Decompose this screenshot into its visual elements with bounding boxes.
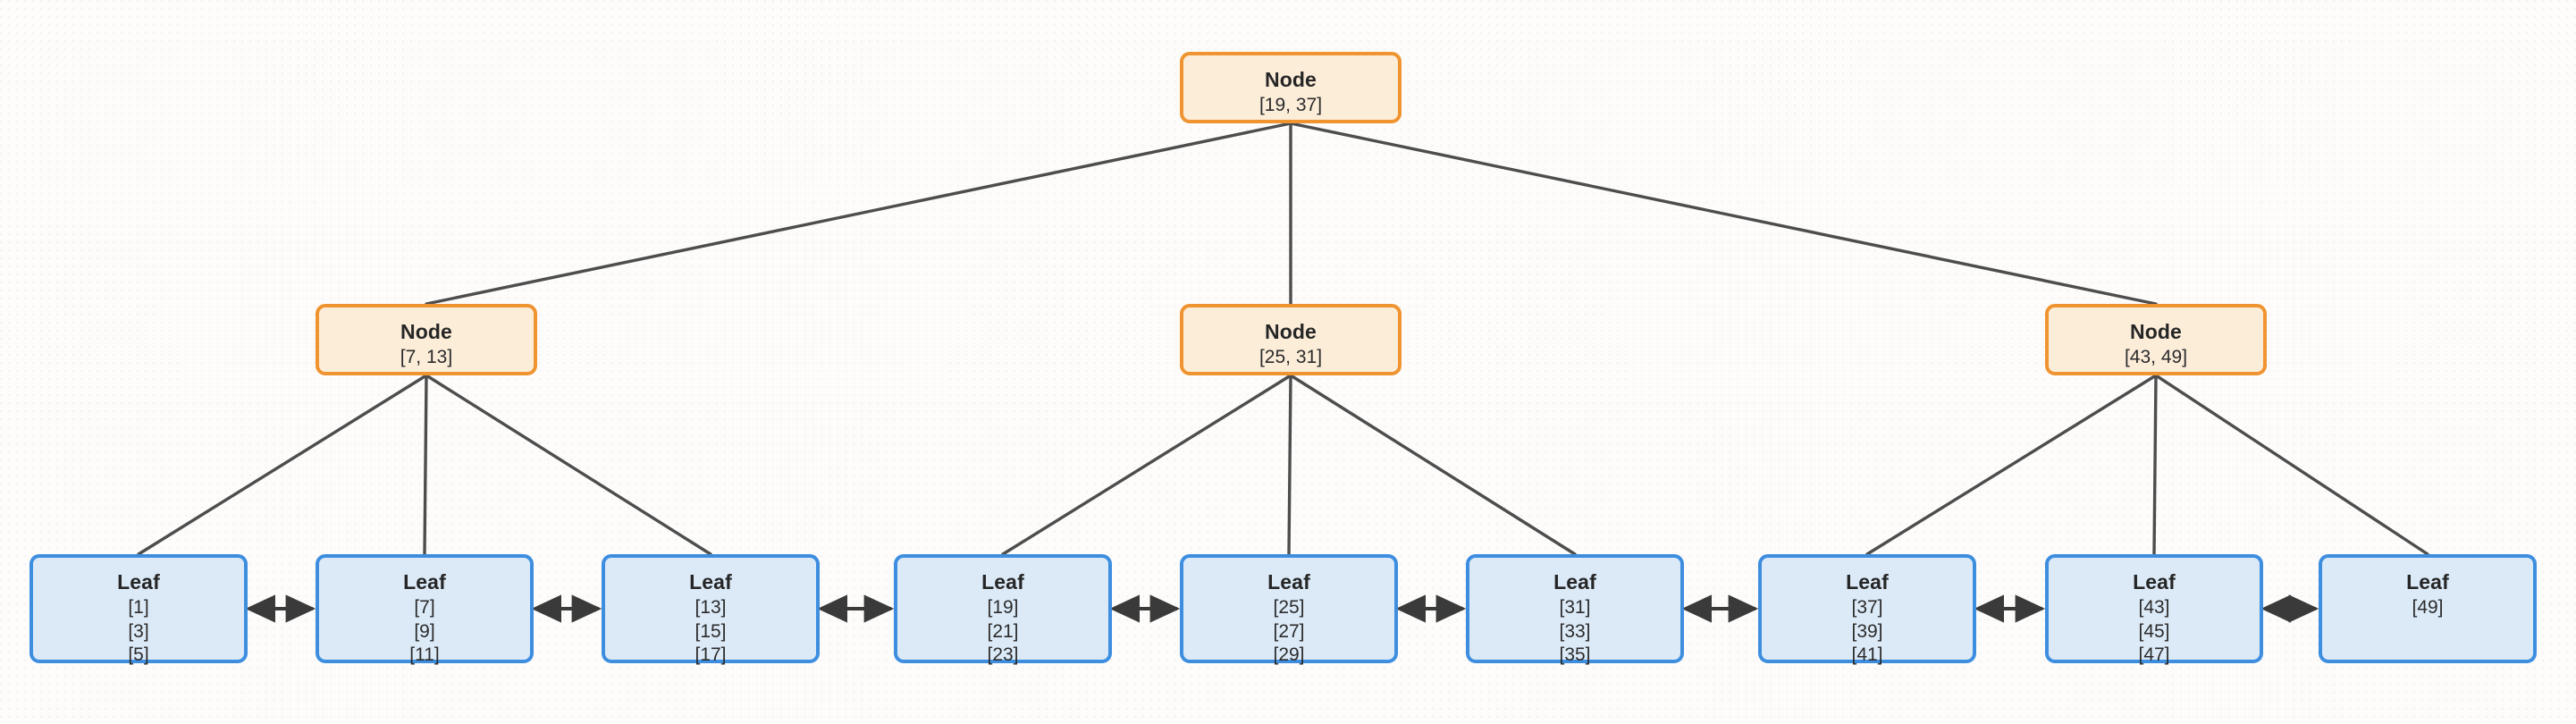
leaf-keys: [43][45][47] xyxy=(2138,596,2169,668)
tree-node-root[interactable]: Node [19, 37] xyxy=(1180,52,1402,123)
tree-edge xyxy=(425,122,1292,306)
tree-leaf-l8[interactable]: Leaf [43][45][47] xyxy=(2045,554,2263,665)
tree-leaf-l5[interactable]: Leaf [25][27][29] xyxy=(1180,554,1398,665)
tree-node-n1[interactable]: Node [7, 13] xyxy=(316,304,537,375)
leaf-key: [49] xyxy=(2412,597,2444,619)
leaf-key: [35] xyxy=(1559,644,1591,666)
tree-leaf-l6[interactable]: Leaf [31][33][35] xyxy=(1466,554,1684,665)
leaf-key: [19] xyxy=(987,597,1019,619)
leaf-label: Leaf xyxy=(2133,570,2176,594)
leaf-label: Leaf xyxy=(1553,570,1596,594)
leaf-keys: [49] xyxy=(2412,596,2443,620)
leaf-label: Leaf xyxy=(1846,570,1889,594)
tree-node-n3[interactable]: Node [43, 49] xyxy=(2045,304,2267,375)
leaf-key: [37] xyxy=(1851,597,1883,619)
leaf-label: Leaf xyxy=(2406,570,2449,594)
leaf-keys: [25][27][29] xyxy=(1273,596,1304,668)
tree-edge xyxy=(2152,374,2158,556)
leaf-key: [27] xyxy=(1273,620,1305,642)
leaf-key: [13] xyxy=(695,597,727,619)
node-keys: [43, 49] xyxy=(2124,347,2188,368)
node-keys: [19, 37] xyxy=(1259,95,1323,116)
node-label: Node xyxy=(1265,320,1317,343)
leaf-keys: [19][21][23] xyxy=(987,596,1018,668)
leaf-keys: [7][9][11] xyxy=(409,596,439,668)
node-keys: [25, 31] xyxy=(1259,347,1323,368)
leaf-key: [39] xyxy=(1851,620,1883,642)
tree-leaf-l4[interactable]: Leaf [19][21][23] xyxy=(894,554,1112,665)
leaf-label: Leaf xyxy=(117,570,160,594)
leaf-key: [1] xyxy=(128,597,149,619)
leaf-key: [21] xyxy=(987,620,1019,642)
leaf-key: [33] xyxy=(1559,620,1591,642)
leaf-key: [17] xyxy=(695,644,727,666)
tree-edge xyxy=(1865,374,2158,556)
leaf-key: [25] xyxy=(1273,597,1305,619)
node-label: Node xyxy=(1265,68,1317,91)
leaf-label: Leaf xyxy=(981,570,1024,594)
leaf-key: [23] xyxy=(987,644,1019,666)
leaf-keys: [1][3][5] xyxy=(128,596,148,668)
leaf-key: [5] xyxy=(128,644,149,666)
tree-leaf-l9[interactable]: Leaf [49] xyxy=(2319,554,2537,663)
leaf-label: Leaf xyxy=(1267,570,1310,594)
leaf-keys: [37][39][41] xyxy=(1851,596,1882,668)
tree-edge xyxy=(1287,374,1292,556)
tree-leaf-l7[interactable]: Leaf [37][39][41] xyxy=(1758,554,1976,665)
leaf-key: [41] xyxy=(1851,644,1883,666)
tree-leaf-l3[interactable]: Leaf [13][15][17] xyxy=(602,554,820,665)
node-keys: [7, 13] xyxy=(400,347,453,368)
tree-edge xyxy=(1289,122,2158,306)
leaf-key: [31] xyxy=(1559,597,1591,619)
leaf-keys: [13][15][17] xyxy=(695,596,726,668)
leaf-key: [47] xyxy=(2138,644,2170,666)
tree-leaf-l2[interactable]: Leaf [7][9][11] xyxy=(316,554,534,665)
tree-edge xyxy=(2154,374,2429,556)
leaf-key: [45] xyxy=(2138,620,2170,642)
tree-leaf-l1[interactable]: Leaf [1][3][5] xyxy=(29,554,248,665)
node-label: Node xyxy=(2130,320,2182,343)
tree-edge xyxy=(1001,374,1292,556)
leaf-key: [15] xyxy=(695,620,727,642)
tree-edge xyxy=(423,374,428,556)
leaf-key: [3] xyxy=(128,620,149,642)
node-label: Node xyxy=(400,320,452,343)
leaf-key: [43] xyxy=(2138,597,2170,619)
leaf-keys: [31][33][35] xyxy=(1559,596,1590,668)
leaf-label: Leaf xyxy=(689,570,732,594)
tree-edge xyxy=(1289,374,1577,556)
tree-node-n2[interactable]: Node [25, 31] xyxy=(1180,304,1402,375)
tree-edge xyxy=(425,374,712,556)
leaf-label: Leaf xyxy=(403,570,446,594)
leaf-key: [29] xyxy=(1273,644,1305,666)
leaf-key: [9] xyxy=(414,620,435,642)
leaf-key: [7] xyxy=(414,597,435,619)
tree-edge xyxy=(137,374,428,556)
leaf-key: [11] xyxy=(409,644,440,666)
